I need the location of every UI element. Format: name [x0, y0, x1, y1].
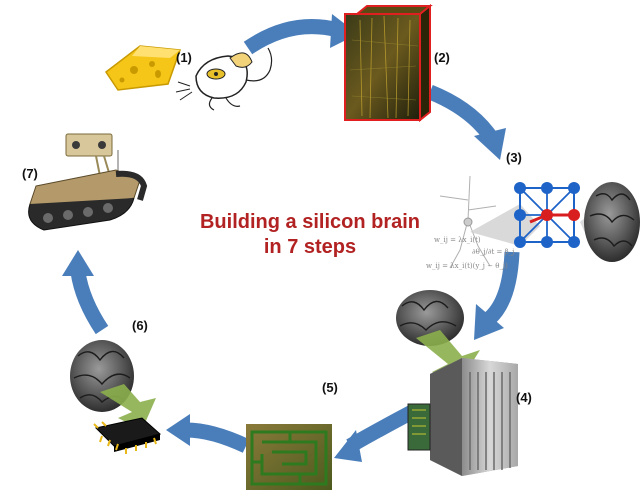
step-label-6: (6) [132, 318, 148, 333]
network-graph [514, 182, 580, 248]
brain-icon [584, 182, 640, 262]
step-label-4: (4) [516, 390, 532, 405]
neuron-sketch [439, 175, 497, 269]
cycle-arrow-6-to-7 [62, 250, 109, 335]
robot-rover-icon [28, 133, 148, 231]
cheese-and-mouse-icon [104, 45, 273, 111]
diagram-title-line-2: in 7 steps [263, 236, 357, 258]
cycle-arrow-2-to-3 [427, 85, 506, 160]
supercomputer-rack-icon [407, 358, 518, 476]
step-label-1: (1) [176, 50, 192, 65]
maze-icon [246, 424, 332, 490]
equation-2: ∂θ_j/∂t = β_j [472, 248, 515, 256]
step-label-2: (2) [434, 50, 450, 65]
diagram-title: Building a silicon brain in 7 steps [150, 210, 470, 260]
step-label-7: (7) [22, 166, 38, 181]
equation-3: w_ij = λx_i(t)(y_j − θ_j) [426, 262, 508, 270]
diagram-title-line-1: Building a silicon brain [199, 211, 421, 233]
microchip-icon [93, 417, 162, 454]
cycle-arrow-4-to-5 [334, 405, 416, 462]
cortical-tissue-block-icon [344, 3, 433, 123]
cycle-arrow-1-to-2 [243, 14, 358, 55]
step-label-5: (5) [322, 380, 338, 395]
cycle-arrow-5-to-6 [166, 414, 250, 453]
brain-icon-step4 [396, 290, 464, 346]
cycle-arrow-3-to-4 [474, 251, 520, 340]
equation-1: w_ij = λx_i(t) [434, 236, 481, 244]
step-label-3: (3) [506, 150, 522, 165]
